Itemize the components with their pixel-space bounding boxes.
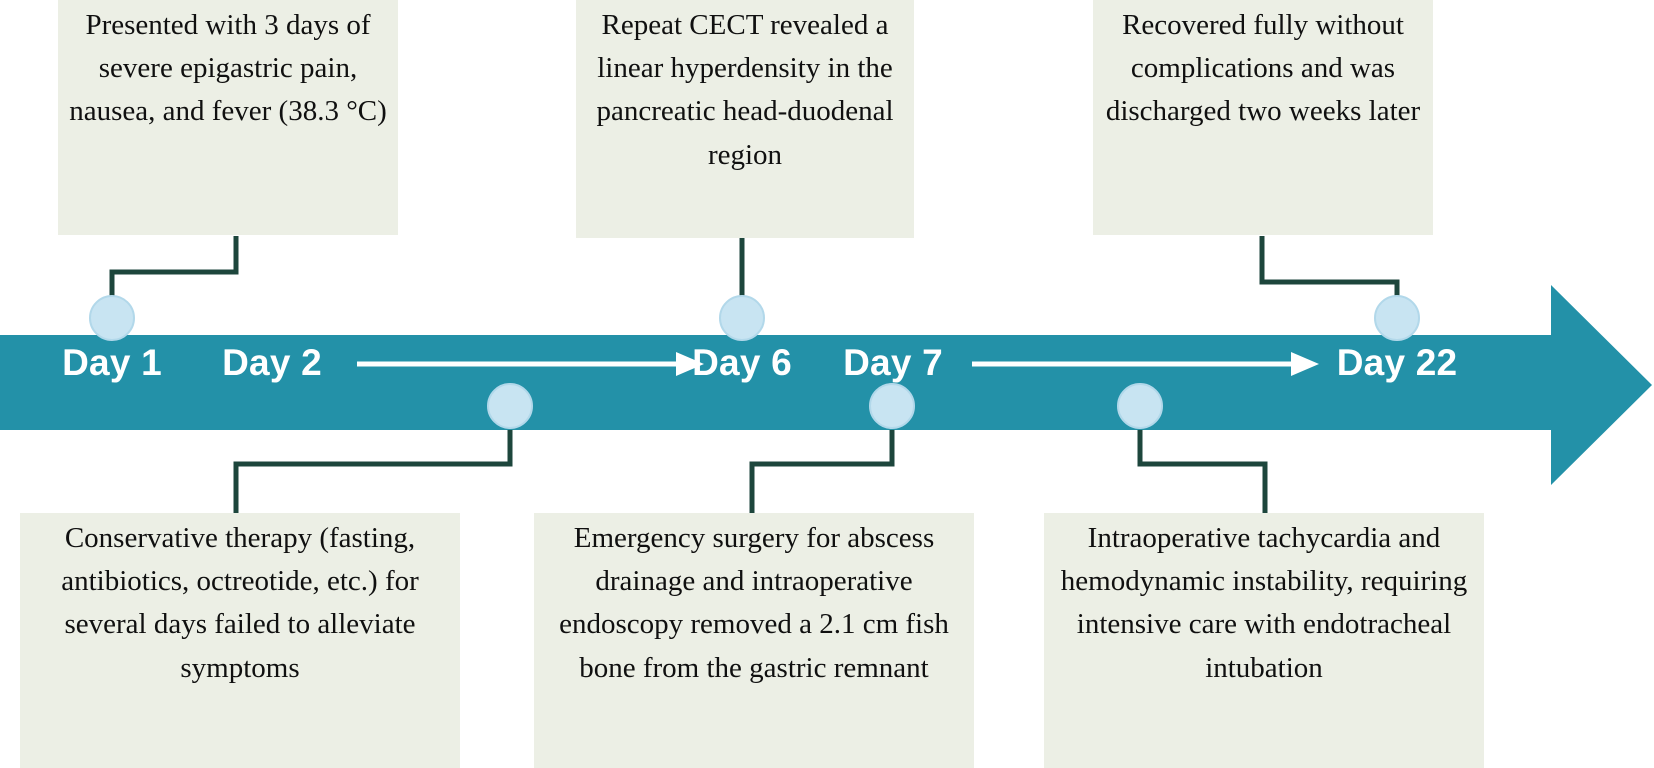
- marker-dot-day-7-icu[interactable]: [1117, 383, 1163, 429]
- marker-dot-day-7-surgery[interactable]: [869, 383, 915, 429]
- connector-day-2: [233, 408, 513, 513]
- day-label-day-22[interactable]: Day 22: [1336, 342, 1458, 383]
- timeline-arrow-bar: [0, 285, 1652, 485]
- day-label-day-2[interactable]: Day 2: [222, 342, 322, 383]
- day-label-day-1[interactable]: Day 1: [62, 342, 162, 383]
- connector-day-1: [109, 236, 239, 318]
- connector-day-22: [1259, 236, 1400, 318]
- event-box-day-7-surgery: Emergency surgery for abscess drainage a…: [534, 513, 974, 768]
- segment-arrow-day2-day6: [357, 352, 704, 376]
- connector-day-7-surgery: [749, 408, 895, 513]
- segment-arrow-day7-day22: [972, 352, 1319, 376]
- marker-dot-day-2[interactable]: [487, 383, 533, 429]
- day-label-day-7[interactable]: Day 7: [843, 342, 943, 383]
- event-box-day-6: Repeat CECT revealed a linear hyperdensi…: [576, 0, 914, 238]
- marker-dot-day-6[interactable]: [719, 295, 765, 341]
- marker-dot-day-22[interactable]: [1374, 295, 1420, 341]
- event-box-day-7-icu: Intraoperative tachycardia and hemodynam…: [1044, 513, 1484, 768]
- day-label-day-6[interactable]: Day 6: [692, 342, 792, 383]
- marker-dot-day-1[interactable]: [89, 295, 135, 341]
- connector-day-7-icu: [1137, 408, 1268, 513]
- event-box-day-1: Presented with 3 days of severe epigastr…: [58, 0, 398, 235]
- event-box-day-22: Recovered fully without complications an…: [1093, 0, 1433, 235]
- event-box-day-2: Conservative therapy (fasting, antibioti…: [20, 513, 460, 768]
